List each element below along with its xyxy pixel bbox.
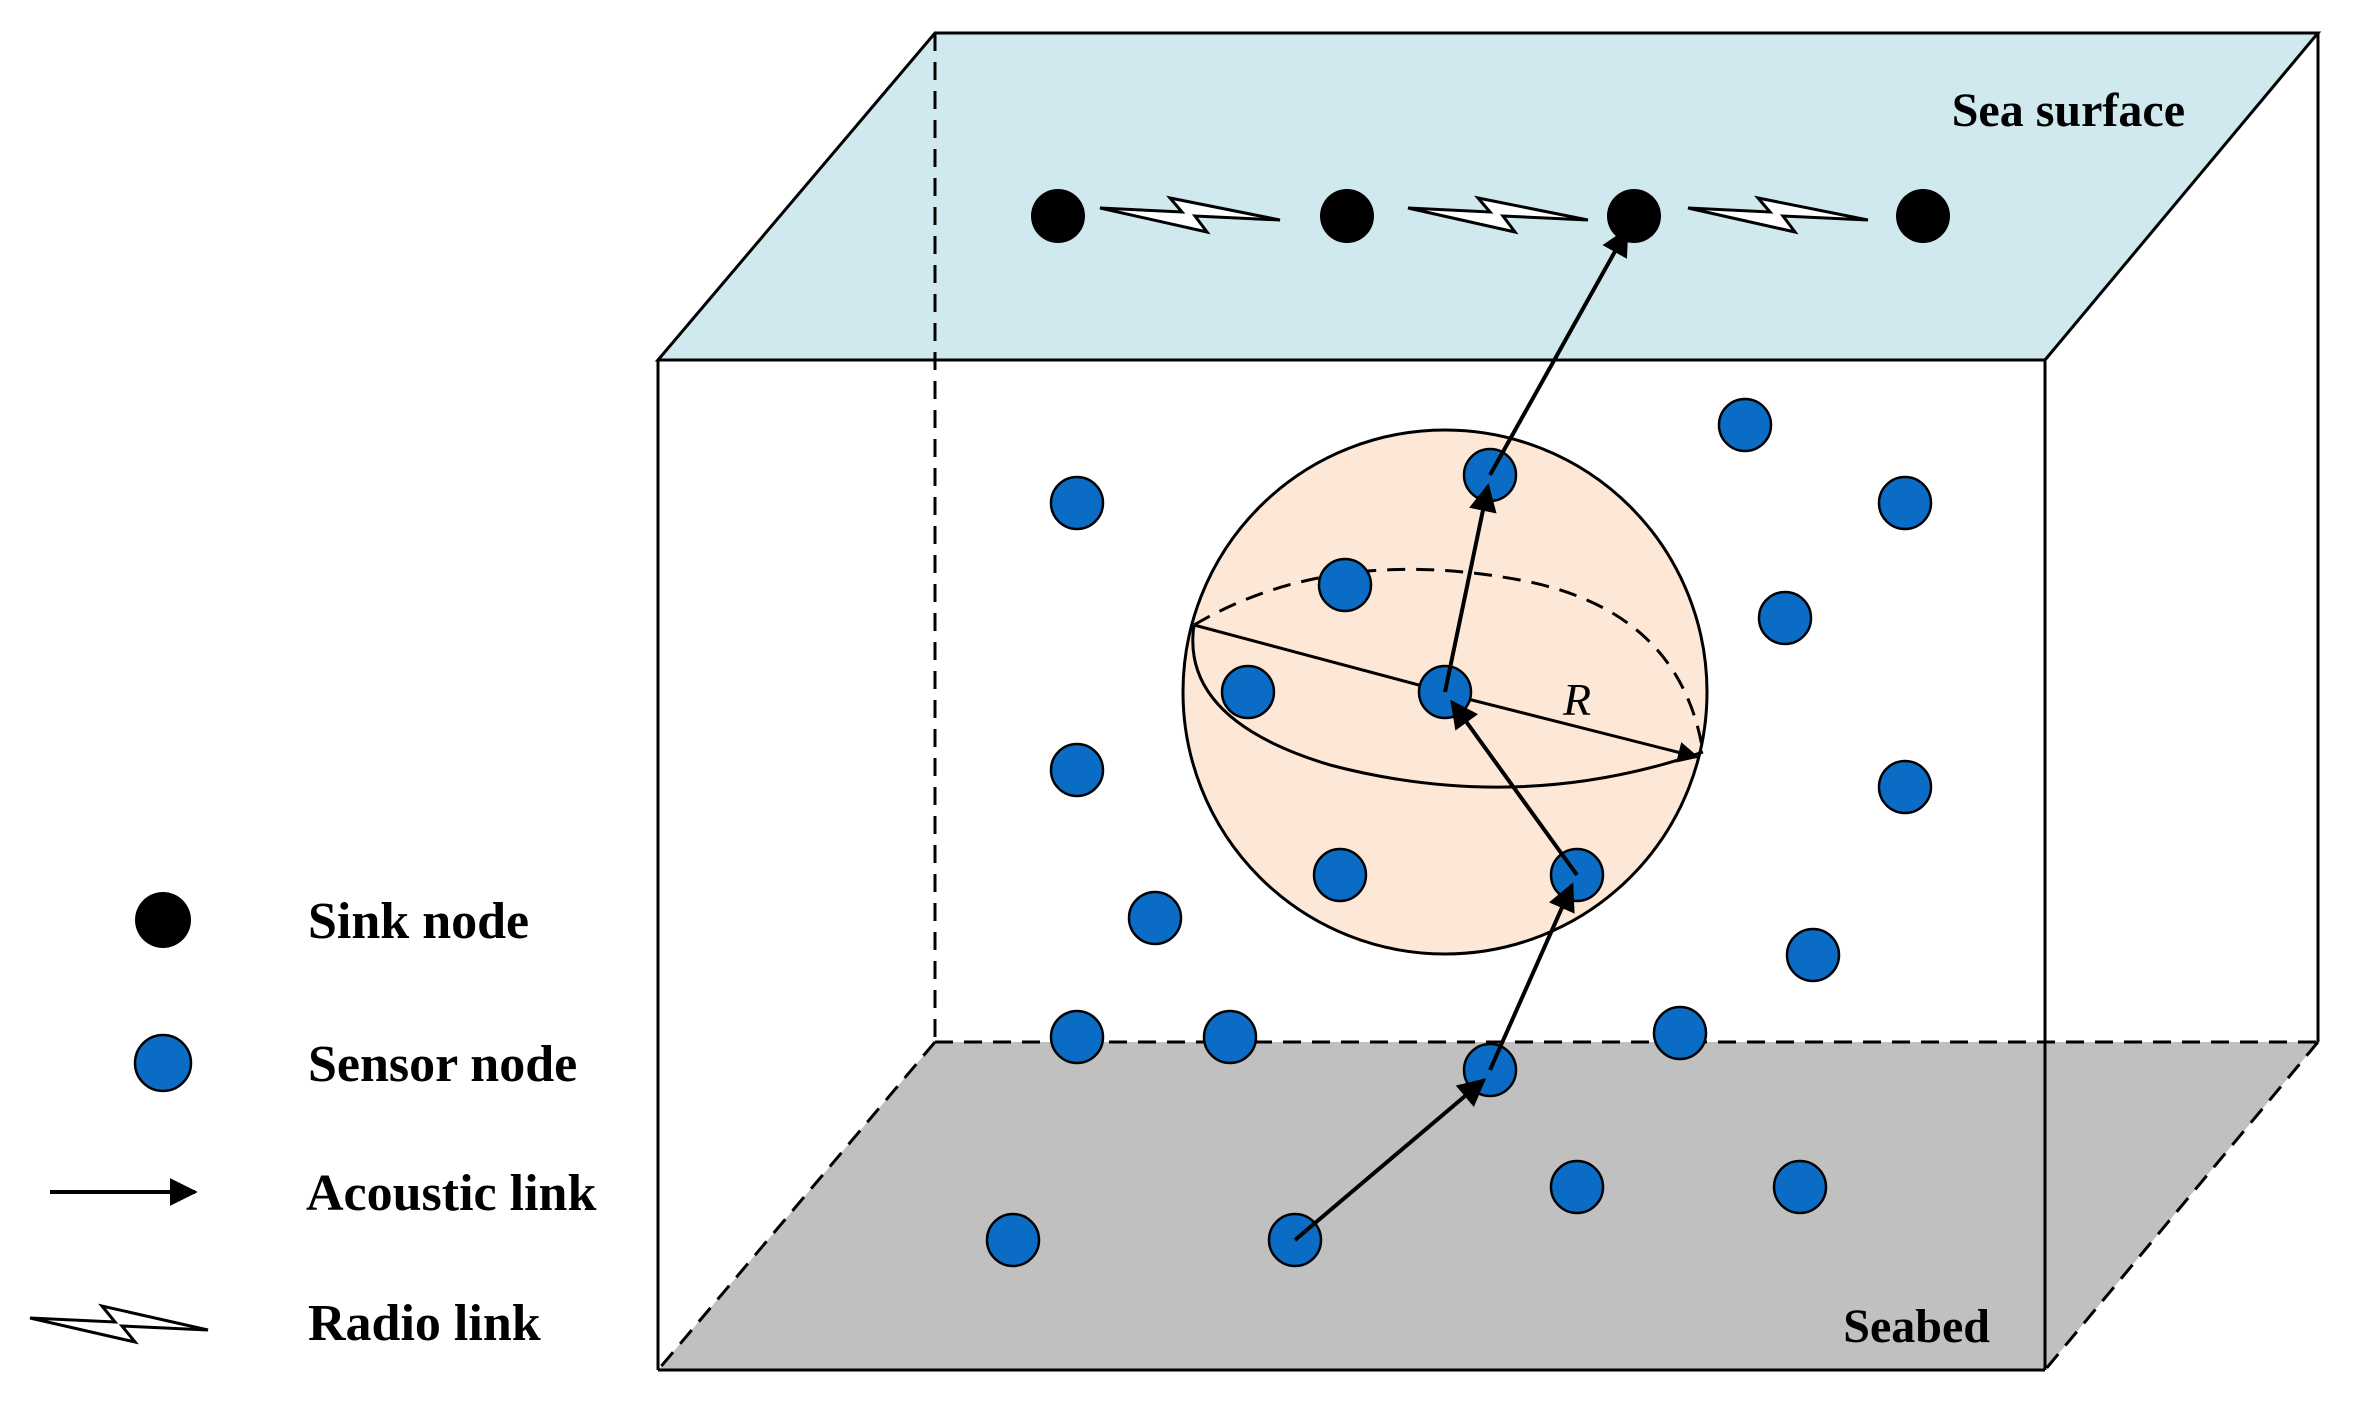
seabed-label: Seabed [1843,1300,1990,1353]
sensor-node [1127,890,1183,946]
sink-node [1320,189,1374,243]
sink-node [1031,189,1085,243]
radio-link-icon [1099,195,1281,235]
sensor-node [1202,1009,1258,1065]
sensor-node [1220,664,1276,720]
acoustic-hop [1293,1078,1487,1242]
radio-link-icon [1407,195,1589,235]
sensor-node [1317,557,1373,613]
sensor-node [1877,475,1933,531]
sensor-node [1717,397,1773,453]
seabed-plane [658,1042,2318,1370]
legend-radio-label: Radio link [308,1295,541,1352]
sensor-node [1549,1159,1605,1215]
acoustic-hop [1488,227,1629,476]
radius-label: R [1562,674,1591,725]
sphere-equator-front [1191,624,1704,789]
sphere-equator-back [1193,567,1705,753]
acoustic-hop [1488,882,1575,1071]
legend-sensor-icon [133,1033,193,1093]
legend-radio-icon [29,1303,209,1345]
sphere-diameter [1193,623,1446,694]
sensor-node [1049,742,1105,798]
radio-links [1099,195,1869,235]
legend-sensor-label: Sensor node [308,1036,577,1093]
radius-arrow [1447,692,1700,763]
sensor-node [1049,475,1105,531]
sensor-node [1049,1009,1105,1065]
sea-surface-label: Sea surface [1952,84,2185,137]
sensor-node [1785,927,1841,983]
sensor-node [985,1212,1041,1268]
seabed-left-edge [656,1041,937,1371]
sensor-node [1652,1005,1708,1061]
sensor-node [1772,1159,1828,1215]
sensor-node [1757,590,1813,646]
legend: Sink node Sensor node Acoustic link Radi… [29,892,596,1352]
sink-nodes [1031,189,1950,243]
acoustic-hop [1450,699,1579,877]
legend-sink-icon [135,892,191,948]
sink-node [1607,189,1661,243]
sea-surface-plane [654,31,2322,362]
radio-link-icon [1687,195,1869,235]
acoustic-hop [1443,483,1497,693]
legend-sink-label: Sink node [308,893,529,950]
sensor-node [1877,759,1933,815]
sink-node [1896,189,1950,243]
seabed-right-edge [2043,1041,2320,1371]
sensor-nodes [985,397,1933,1268]
sensor-node [1312,847,1368,903]
acoustic-path [1293,227,1629,1242]
legend-acoustic-label: Acoustic link [306,1165,596,1222]
